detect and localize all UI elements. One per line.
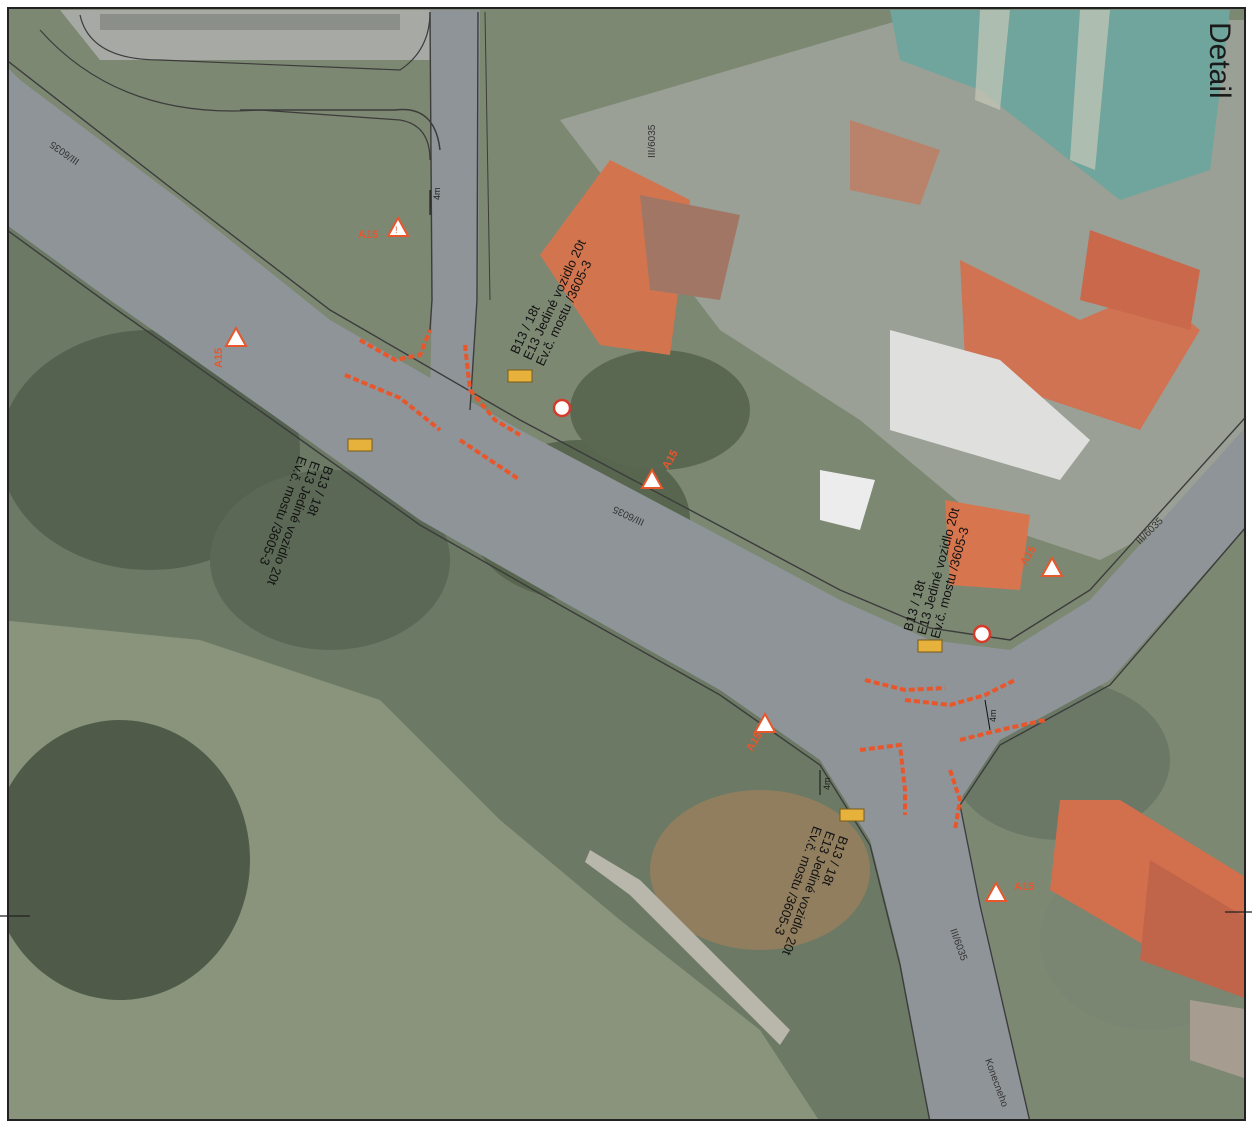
sign-post-icon [917,639,943,653]
dimension-label: 4m [432,187,442,200]
house-roof [640,195,740,300]
side-road [430,10,480,410]
road-label: III/6035 [647,124,658,158]
house-roof [1140,860,1245,999]
tree-cluster [570,350,750,470]
roof-stripe [975,10,1010,110]
sign-post-icon [839,808,865,822]
house-roof [890,330,1090,480]
road-edge [39,29,431,161]
road-edge [959,527,1245,1120]
road-edge [469,11,479,411]
dimension-layer [429,190,991,795]
road-edge [429,11,433,331]
warning-triangle-icon [984,880,1008,902]
no-entry-sign-icon [552,398,572,418]
barrier-line [344,373,442,432]
warning-triangle-icon [1040,555,1064,577]
autumn-trees [650,790,870,950]
warning-triangle-icon [224,325,248,347]
barrier-line [864,678,946,693]
barrier-line [359,329,432,363]
road-edge [484,11,491,301]
house-roof [1190,1000,1245,1079]
barrier-line [948,769,963,831]
sign-post-icon [507,369,533,383]
barrier-line [959,718,1046,742]
barrier-line [463,344,522,437]
parking-stalls [100,14,400,30]
warning-sign-label: A15 [1014,881,1034,893]
barrier-line [859,742,907,815]
tree-cluster [8,720,250,1000]
svg-text:!: ! [395,225,398,235]
map-title: Detail [1203,22,1236,99]
road-edge [240,108,441,151]
warning-sign-label: A15 [358,229,378,241]
dimension-line [984,699,991,731]
tree-cluster [210,470,450,650]
footpath [585,850,790,1045]
warning-triangle-icon [640,467,664,489]
warning-sign-label: A15 [213,348,225,368]
road-edge [8,60,1245,641]
roof-stripe [1070,10,1110,170]
warning-triangle-icon: ! [386,215,410,237]
barrier-layer [344,329,1046,831]
main-road [8,68,1245,1120]
tree-cluster [8,330,300,570]
house-roof [945,500,1030,590]
barrier-line [904,678,1016,708]
map-frame [7,7,1246,1121]
warning-triangle-icon [753,711,777,733]
house-roof [850,120,940,205]
parking-edge [79,11,431,71]
sign-post-icon [347,438,373,452]
no-entry-sign-icon [972,624,992,644]
barrier-line [458,438,522,482]
house-roof [820,470,875,530]
field-area [8,620,819,1120]
house-roof [1080,230,1200,330]
sports-hall-roof [890,10,1230,200]
road-edge [8,229,931,1120]
prohibition-signs [552,398,992,644]
dimension-label: 4m [822,777,832,790]
dimension-label: 4m [988,709,998,722]
sign-posts [347,369,943,822]
